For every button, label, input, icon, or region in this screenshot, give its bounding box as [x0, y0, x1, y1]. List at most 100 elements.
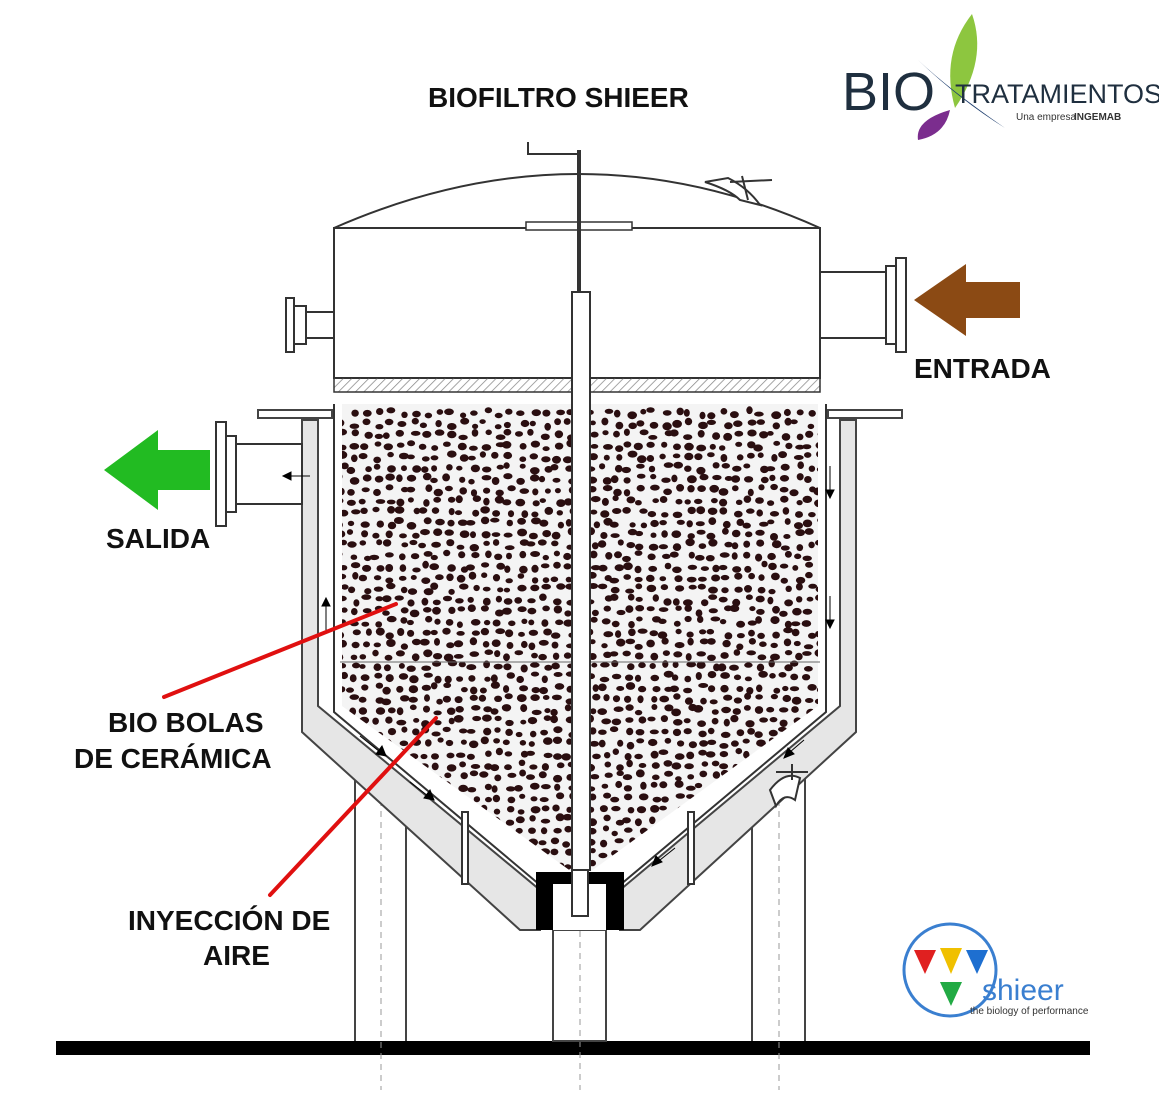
ceramic-ball — [385, 473, 395, 481]
ceramic-ball — [442, 627, 451, 635]
ceramic-ball — [635, 500, 642, 506]
ceramic-ball — [495, 489, 504, 497]
ceramic-ball — [804, 528, 814, 535]
ceramic-ball — [771, 454, 778, 462]
ceramic-ball — [721, 587, 729, 594]
ceramic-ball — [637, 628, 648, 634]
ceramic-ball — [696, 444, 707, 452]
ceramic-ball — [687, 637, 694, 646]
ceramic-ball — [661, 637, 669, 645]
ceramic-ball — [748, 638, 757, 645]
ceramic-ball — [735, 861, 742, 868]
ceramic-ball — [459, 583, 469, 590]
ceramic-ball — [673, 461, 683, 469]
ceramic-ball — [671, 829, 679, 836]
ceramic-ball — [755, 616, 762, 624]
ceramic-ball — [647, 510, 657, 518]
ceramic-ball — [382, 830, 390, 838]
ceramic-ball — [420, 529, 430, 536]
ceramic-ball — [412, 770, 421, 778]
ceramic-ball — [563, 418, 571, 425]
ceramic-ball — [771, 411, 782, 420]
ceramic-ball — [791, 628, 800, 637]
ceramic-ball — [769, 474, 776, 482]
ceramic-ball — [382, 595, 392, 603]
ceramic-ball — [672, 453, 681, 459]
ceramic-ball — [672, 543, 682, 551]
ceramic-ball — [421, 456, 430, 462]
ceramic-ball — [684, 604, 692, 612]
shieer-logo: shieer the biology of performance — [902, 922, 1089, 1018]
ceramic-ball — [671, 708, 681, 717]
ceramic-ball — [528, 827, 536, 834]
ceramic-ball — [471, 630, 480, 636]
ceramic-ball — [598, 564, 608, 572]
ceramic-ball — [542, 409, 551, 417]
ceramic-ball — [385, 577, 394, 584]
ceramic-ball — [756, 739, 766, 747]
ceramic-ball — [778, 451, 787, 459]
ceramic-ball — [444, 485, 453, 492]
ceramic-ball — [718, 488, 729, 496]
ceramic-ball — [473, 796, 481, 803]
entrada-label: ENTRADA — [914, 353, 1051, 384]
ceramic-ball — [816, 639, 818, 648]
ceramic-ball — [662, 819, 672, 825]
ceramic-ball — [504, 764, 512, 771]
ceramic-ball — [448, 717, 455, 725]
ceramic-ball — [790, 673, 799, 681]
ceramic-ball — [609, 577, 620, 584]
ceramic-ball — [601, 618, 611, 625]
ceramic-ball — [493, 808, 501, 815]
ceramic-ball — [603, 860, 613, 868]
ceramic-ball — [465, 520, 476, 526]
air-diffuser — [536, 869, 624, 930]
ceramic-ball — [699, 740, 709, 747]
ceramic-ball — [400, 872, 409, 879]
ceramic-ball — [683, 728, 692, 735]
ceramic-ball — [815, 851, 818, 857]
ceramic-ball — [468, 478, 475, 485]
ceramic-ball — [770, 693, 779, 700]
ceramic-ball — [401, 411, 408, 418]
ceramic-ball — [482, 597, 491, 606]
ceramic-ball — [625, 605, 634, 613]
ceramic-ball — [695, 672, 702, 680]
ceramic-ball — [516, 477, 525, 485]
ceramic-ball — [538, 475, 546, 483]
ceramic-ball — [784, 550, 792, 558]
ceramic-ball — [443, 653, 454, 662]
ceramic-ball — [677, 740, 685, 747]
ceramic-ball — [719, 751, 729, 758]
ceramic-ball — [552, 477, 561, 483]
ceramic-ball — [359, 828, 369, 834]
ceramic-ball — [423, 672, 433, 678]
shieer-green-triangle — [940, 982, 962, 1006]
ceramic-ball — [502, 441, 512, 449]
ceramic-ball — [362, 564, 372, 572]
ceramic-ball — [589, 740, 600, 747]
ceramic-ball — [769, 511, 780, 517]
ceramic-ball — [817, 859, 818, 867]
ceramic-ball — [495, 747, 503, 756]
ceramic-ball — [374, 672, 383, 679]
ceramic-ball — [604, 772, 613, 778]
diagram-title: BIOFILTRO SHIEER — [428, 82, 689, 113]
ceramic-ball — [542, 577, 550, 583]
ceramic-ball — [687, 506, 696, 515]
ceramic-ball — [540, 563, 550, 569]
ceramic-ball — [503, 598, 513, 605]
ceramic-ball — [802, 519, 813, 528]
ceramic-ball — [768, 659, 775, 668]
ceramic-ball — [603, 814, 611, 822]
ceramic-ball — [782, 507, 790, 515]
ceramic-ball — [638, 662, 646, 669]
ceramic-ball — [490, 764, 500, 772]
ceramic-ball — [418, 542, 426, 549]
ceramic-ball — [622, 650, 631, 657]
ceramic-ball — [446, 764, 457, 772]
ceramic-ball — [411, 638, 422, 646]
ceramic-ball — [494, 727, 501, 733]
ceramic-ball — [593, 521, 601, 529]
ceramic-ball — [696, 506, 706, 515]
